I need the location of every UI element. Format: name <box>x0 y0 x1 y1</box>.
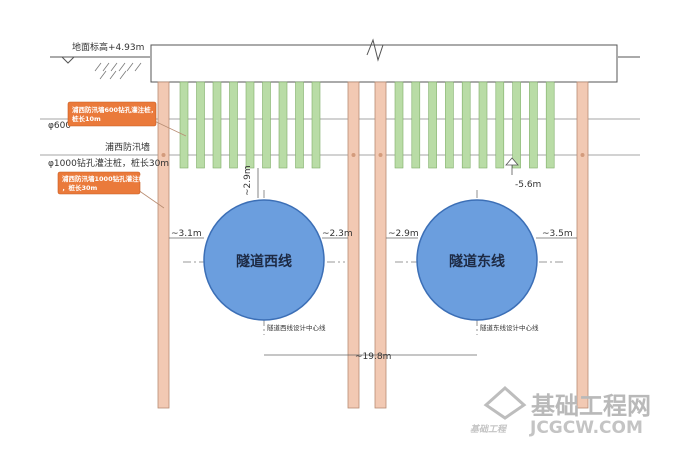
dist-between-label: ~19.8m <box>355 352 391 362</box>
pile-marker <box>378 153 383 157</box>
depth-29-label: ~2.9m <box>243 165 253 196</box>
long-pile <box>347 81 360 409</box>
east-centerline-label: 隧道东线设计中心线 <box>480 323 539 332</box>
dist-east-left-label: ~2.9m <box>388 229 419 239</box>
short-pile <box>179 81 189 169</box>
pile-600-label: φ600 <box>48 121 71 131</box>
short-pile <box>245 81 255 169</box>
depth-56-label: -5.6m <box>515 180 541 190</box>
short-pile <box>411 81 421 169</box>
ground-level-label: 地面标高+4.93m <box>72 41 144 53</box>
callout-1000-leader <box>137 189 165 209</box>
short-piles-group <box>179 81 555 169</box>
watermark-en: JCGCW.COM <box>529 418 643 438</box>
pile-marker <box>580 153 585 157</box>
callout-600-line2: 桩长10m <box>72 114 101 123</box>
watermark-small: 基础工程 <box>470 424 508 435</box>
short-pile <box>212 81 222 169</box>
callout-1000-line1: 浦西防汛墙1000钻孔灌注桩 <box>62 174 146 183</box>
short-pile <box>394 81 404 169</box>
short-pile <box>529 81 538 169</box>
short-pile <box>495 81 505 169</box>
pile-cap-slab <box>150 44 618 83</box>
short-pile <box>295 81 304 169</box>
dist-east-right-label: ~3.5m <box>542 229 573 239</box>
pile-1000-label: φ1000钻孔灌注桩，桩长30m <box>48 157 169 169</box>
short-pile <box>311 81 321 169</box>
dist-west-right-label: ~2.3m <box>322 229 353 239</box>
short-pile <box>545 81 555 169</box>
watermark-logo-icon <box>483 385 527 420</box>
short-pile <box>461 81 471 169</box>
west-tunnel-label: 隧道西线 <box>236 253 292 270</box>
ground-level-symbol <box>61 56 75 64</box>
ground-hatching <box>94 62 142 80</box>
short-pile <box>428 81 437 169</box>
callout-600-box <box>67 101 157 127</box>
dist-west-left-label: ~3.1m <box>171 229 202 239</box>
short-pile <box>445 81 454 169</box>
watermark-cn: 基础工程网 <box>531 392 651 420</box>
short-pile <box>512 81 521 169</box>
east-tunnel-label: 隧道东线 <box>449 253 505 270</box>
short-pile <box>229 81 238 169</box>
short-pile <box>262 81 271 169</box>
short-pile <box>278 81 288 169</box>
long-pile <box>374 81 387 409</box>
long-pile <box>576 81 589 409</box>
callout-600-line1: 浦西防汛墙600钻孔灌注桩， <box>72 105 157 114</box>
callout-1000-box <box>57 171 141 195</box>
east-tunnel <box>416 199 538 321</box>
break-symbol <box>366 38 384 62</box>
pile-marker <box>351 153 356 157</box>
short-pile <box>478 81 488 169</box>
pile-marker <box>161 153 166 157</box>
watermark: 基础工程网 JCGCW.COM 基础工程 <box>470 385 651 438</box>
short-pile <box>196 81 205 169</box>
long-pile <box>157 81 170 409</box>
west-centerline-label: 隧道西线设计中心线 <box>267 323 326 332</box>
callout-1000-line2: ，桩长30m <box>62 183 98 192</box>
wall-name-label: 浦西防汛墙 <box>105 141 150 153</box>
west-tunnel <box>203 199 325 321</box>
